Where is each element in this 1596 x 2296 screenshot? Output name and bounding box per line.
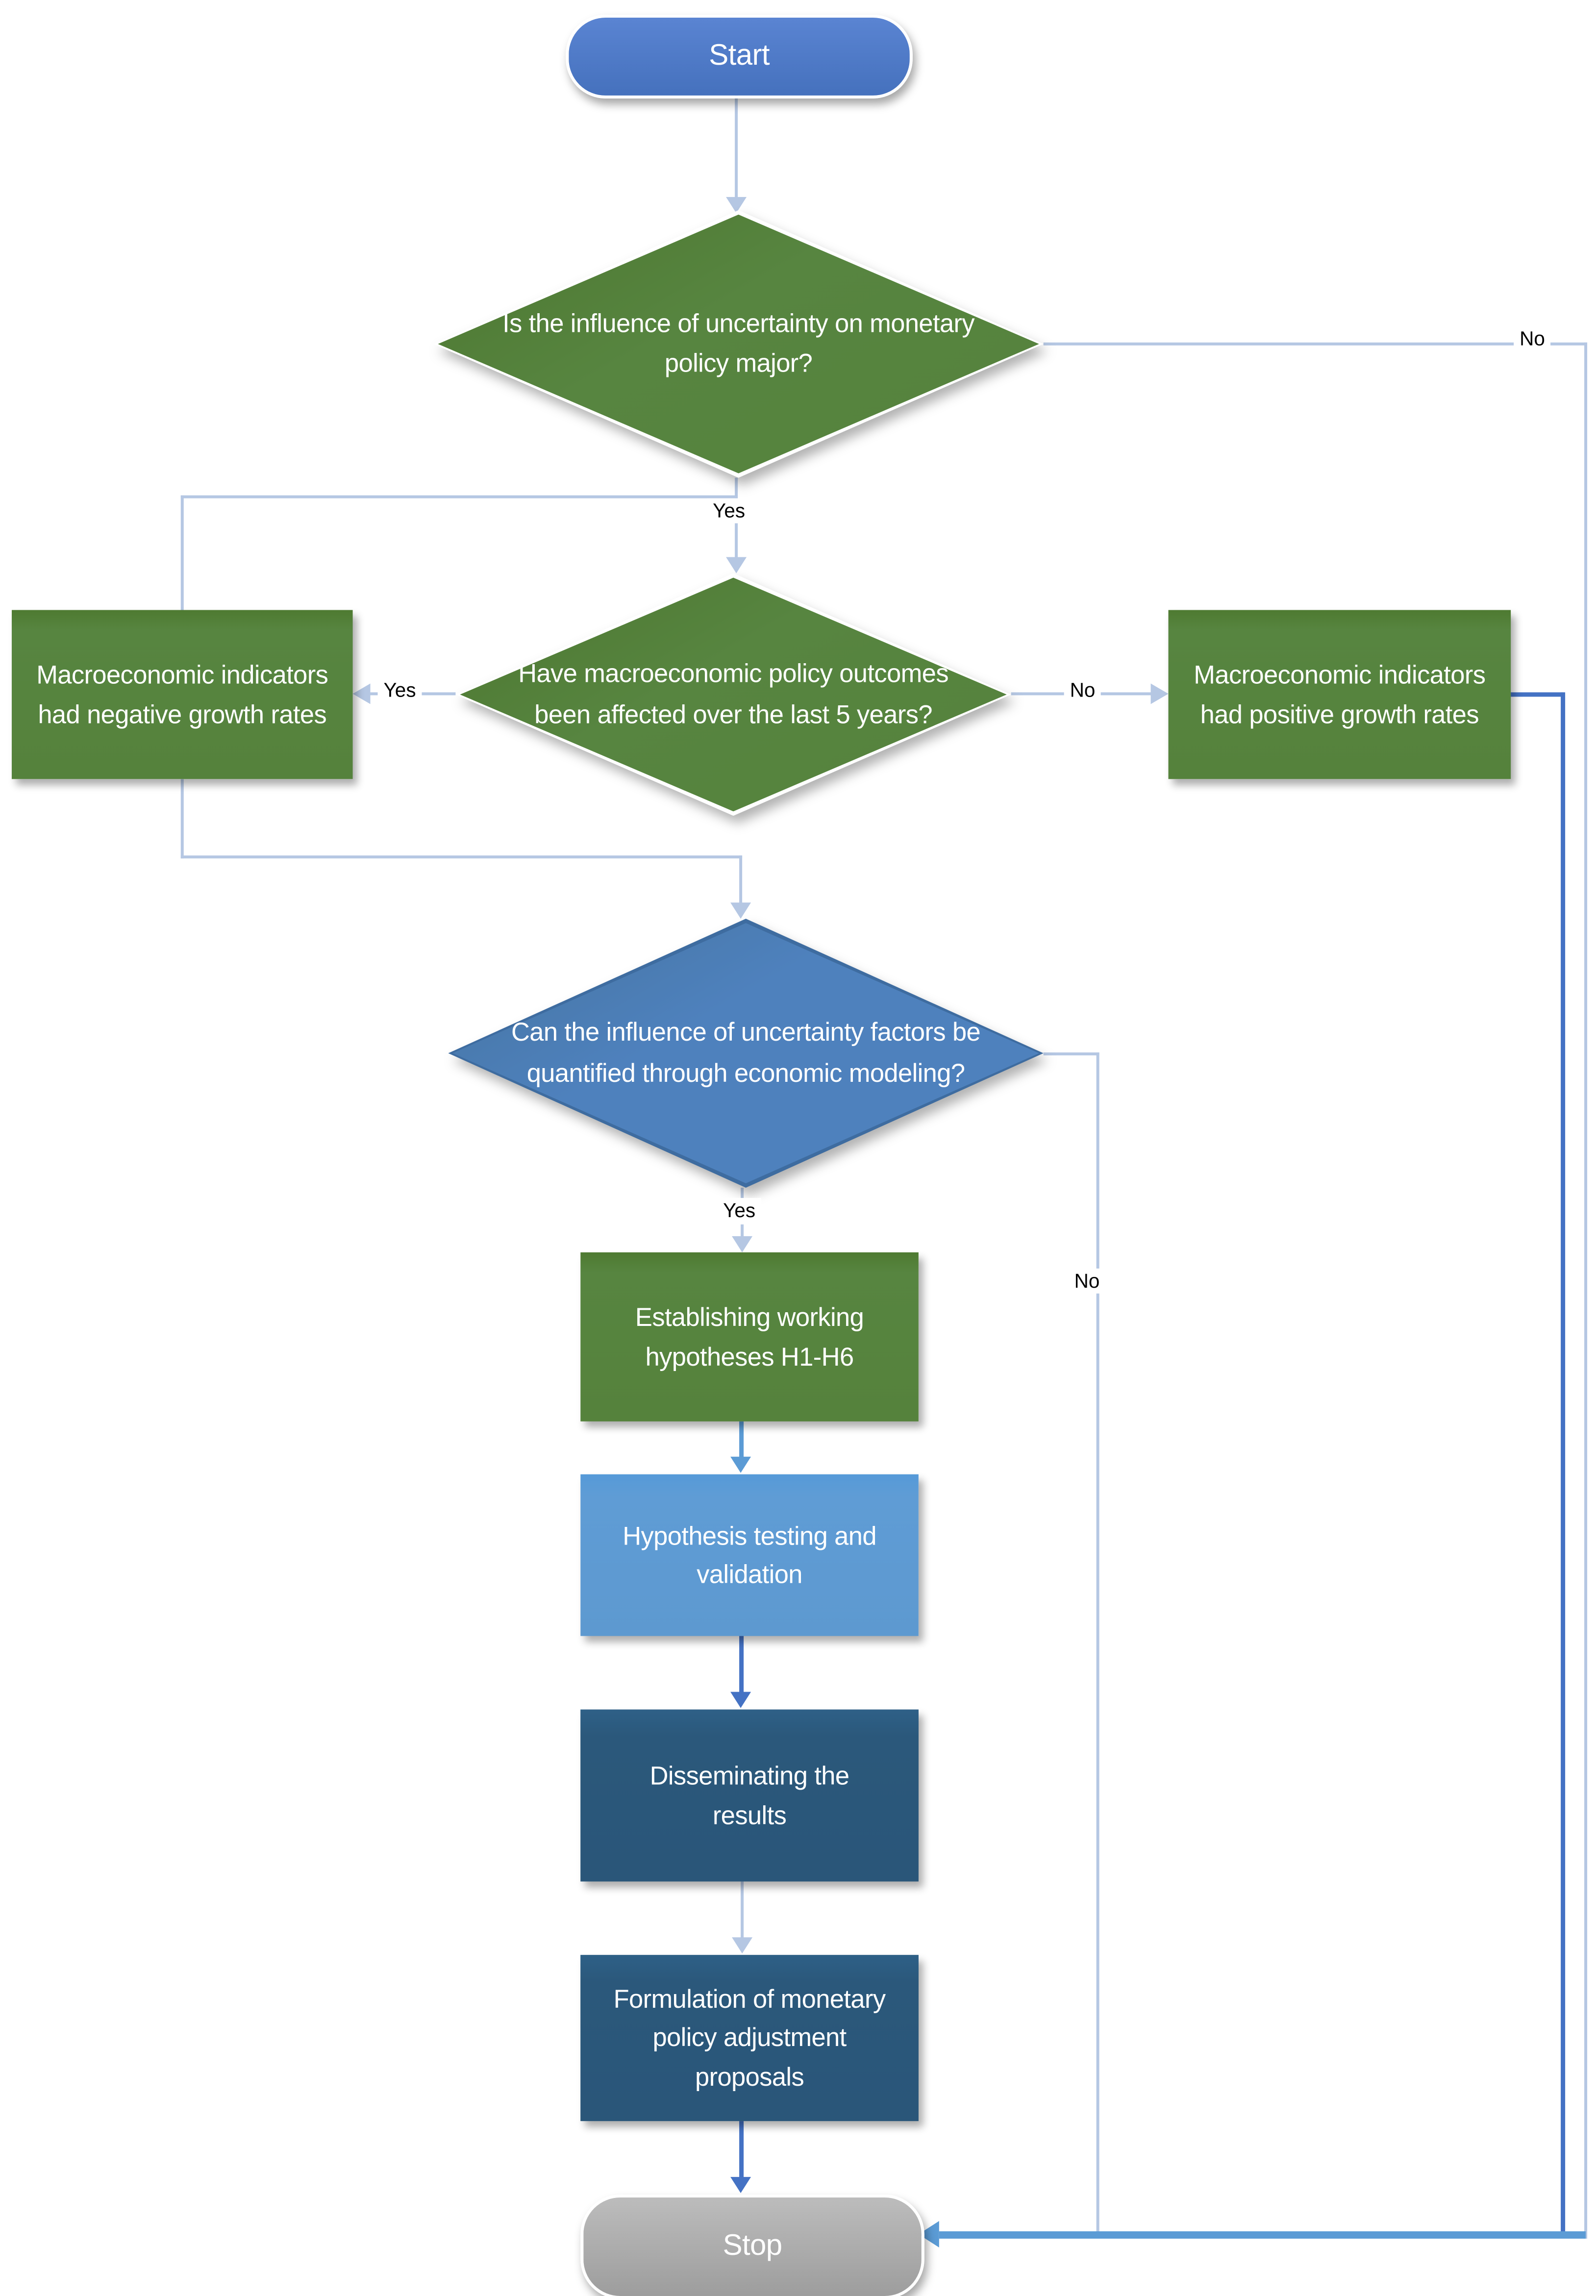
- arrowhead-d2-yes: [352, 683, 371, 704]
- stop-terminator: Stop: [580, 2195, 924, 2296]
- connector-d3-no-vertical: [1096, 1052, 1099, 2238]
- start-terminator: Start: [566, 14, 913, 99]
- connector-establish-to-hypothesis: [739, 1421, 743, 1460]
- connector-d3-yes-upper: [741, 1187, 744, 1201]
- decision-quantify-uncertainty-label: Can the influence of uncertainty factors…: [511, 1018, 981, 1087]
- process-hypothesis-testing-label: Hypothesis testing and validation: [623, 1521, 876, 1589]
- process-establish-hypotheses-label: Establishing working hypotheses H1-H6: [635, 1302, 864, 1371]
- decision-policy-outcomes-affected: Have macroeconomic policy outcomes been …: [455, 573, 1011, 816]
- connector-d1-yes: [735, 477, 738, 569]
- decision-uncertainty-influence-label: Is the influence of uncertainty on monet…: [502, 308, 975, 378]
- connector-negative-box-down: [180, 779, 184, 859]
- process-positive-growth-label: Macroeconomic indicators had positive gr…: [1194, 660, 1486, 728]
- decision-uncertainty-influence: Is the influence of uncertainty on monet…: [433, 210, 1044, 478]
- arrowhead-start-to-d1: [726, 197, 747, 213]
- connector-junction-to-negative-box-vertical: [180, 495, 184, 610]
- process-positive-growth: Macroeconomic indicators had positive gr…: [1168, 610, 1511, 779]
- connector-start-to-d1: [735, 92, 738, 199]
- edge-label-d2-yes: Yes: [377, 677, 422, 703]
- connector-positive-box-down: [1561, 692, 1565, 2236]
- process-negative-growth: Macroeconomic indicators had negative gr…: [11, 610, 353, 779]
- edge-label-d3-yes: Yes: [717, 1198, 762, 1223]
- edge-label-d1-yes: Yes: [707, 498, 751, 524]
- connector-formulate-to-stop: [739, 2121, 743, 2180]
- arrowhead-d1-yes: [726, 557, 747, 574]
- start-label: Start: [709, 39, 770, 72]
- edge-label-d2-no: No: [1064, 677, 1101, 703]
- arrowhead-formulate-to-stop: [730, 2177, 751, 2194]
- connector-junction-to-negative-box-horizontal: [180, 495, 738, 499]
- process-formulation-proposals: Formulation of monetary policy adjustmen…: [580, 1955, 919, 2121]
- edge-label-d1-no: No: [1514, 326, 1551, 351]
- process-formulation-proposals-label: Formulation of monetary policy adjustmen…: [613, 1984, 886, 2092]
- process-establish-hypotheses: Establishing working hypotheses H1-H6: [580, 1252, 919, 1422]
- connector-d1-no-horizontal: [1043, 342, 1588, 346]
- arrowhead-d3-yes: [732, 1236, 753, 1252]
- arrowhead-into-d3: [730, 902, 751, 919]
- arrowhead-hypothesis-to-disseminate: [730, 1692, 751, 1708]
- connector-d3-yes-lower: [741, 1224, 744, 1238]
- connector-junction-to-stop: [939, 2231, 1586, 2239]
- connector-d3-no-horizontal: [1043, 1052, 1099, 1056]
- connector-positive-box-right: [1511, 692, 1564, 696]
- process-hypothesis-testing: Hypothesis testing and validation: [580, 1474, 919, 1636]
- decision-policy-outcomes-affected-label: Have macroeconomic policy outcomes been …: [518, 659, 949, 728]
- decision-quantify-uncertainty: Can the influence of uncertainty factors…: [448, 919, 1044, 1188]
- process-disseminating-results-label: Disseminating the results: [649, 1761, 849, 1829]
- arrowhead-disseminate-to-formulate: [732, 1937, 753, 1954]
- connector-d1-no-vertical: [1584, 342, 1588, 2239]
- arrowhead-d2-no: [1150, 683, 1169, 704]
- arrowhead-establish-to-hypothesis: [730, 1456, 751, 1473]
- connector-disseminate-to-formulate: [741, 1881, 744, 1941]
- process-negative-growth-label: Macroeconomic indicators had negative gr…: [36, 660, 328, 728]
- edge-label-d3-no: No: [1068, 1268, 1106, 1294]
- process-disseminating-results: Disseminating the results: [580, 1709, 919, 1882]
- connector-hypothesis-to-disseminate: [739, 1636, 743, 1695]
- stop-label: Stop: [723, 2230, 783, 2262]
- connector-negative-box-to-d3-horizontal: [180, 855, 743, 859]
- connector-into-d3-vertical: [739, 855, 743, 904]
